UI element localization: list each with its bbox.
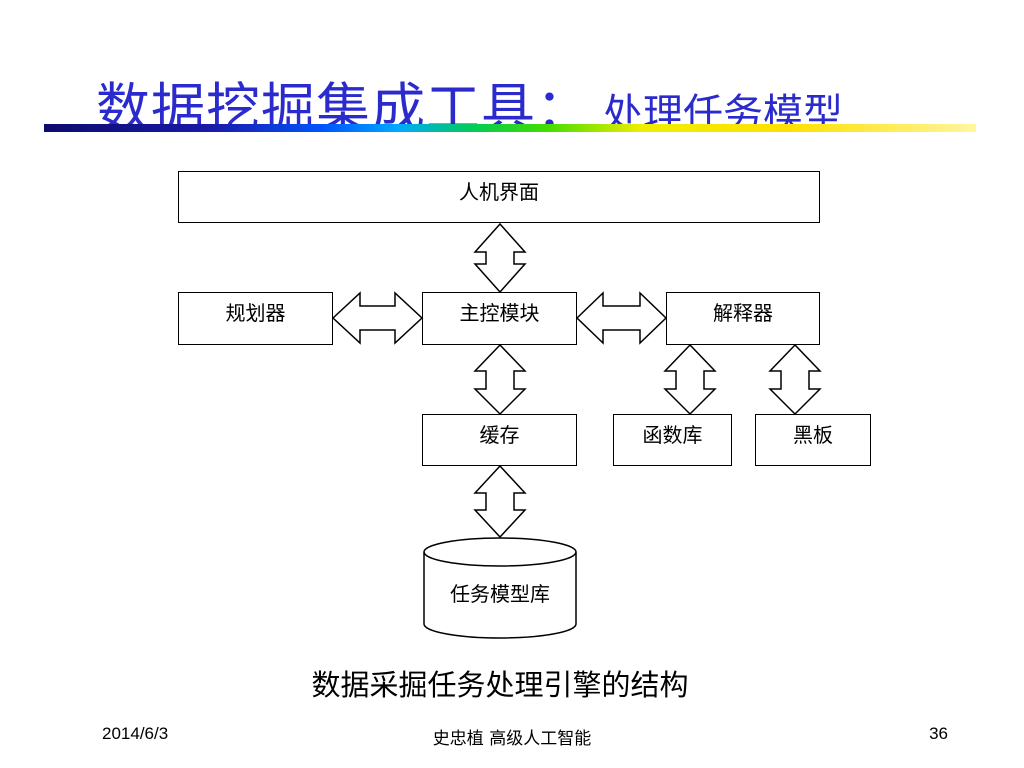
arrow-ui-controller <box>473 222 527 294</box>
task-model-db-cylinder <box>423 537 577 639</box>
node-function-lib: 函数库 <box>613 414 732 466</box>
node-ui: 人机界面 <box>178 171 820 223</box>
arrow-planner-controller <box>331 291 424 345</box>
arrow-interpreter-functionlib <box>663 343 717 416</box>
title-gradient-rule <box>44 124 976 132</box>
node-controller-label: 主控模块 <box>459 301 540 325</box>
node-cache-label: 缓存 <box>479 422 520 447</box>
footer-author: 史忠植 高级人工智能 <box>432 729 592 749</box>
arrow-controller-cache <box>473 343 527 416</box>
node-cache: 缓存 <box>422 414 577 466</box>
node-controller: 主控模块 <box>422 292 577 345</box>
node-function-lib-label: 函数库 <box>642 422 703 447</box>
arrow-cache-db <box>473 464 527 539</box>
node-planner-label: 规划器 <box>225 301 286 325</box>
node-task-model-db-label: 任务模型库 <box>450 582 550 606</box>
node-planner: 规划器 <box>178 292 333 345</box>
diagram-caption: 数据采掘任务处理引擎的结构 <box>311 668 689 702</box>
node-blackboard-label: 黑板 <box>793 422 833 447</box>
footer-page-number: 36 <box>929 724 948 743</box>
node-blackboard: 黑板 <box>755 414 871 466</box>
arrow-interpreter-blackboard <box>768 343 822 416</box>
arrow-controller-interpreter <box>575 291 668 345</box>
node-ui-label: 人机界面 <box>459 179 539 204</box>
footer-date: 2014/6/3 <box>102 724 169 743</box>
node-interpreter: 解释器 <box>666 292 820 345</box>
node-interpreter-label: 解释器 <box>713 301 773 325</box>
